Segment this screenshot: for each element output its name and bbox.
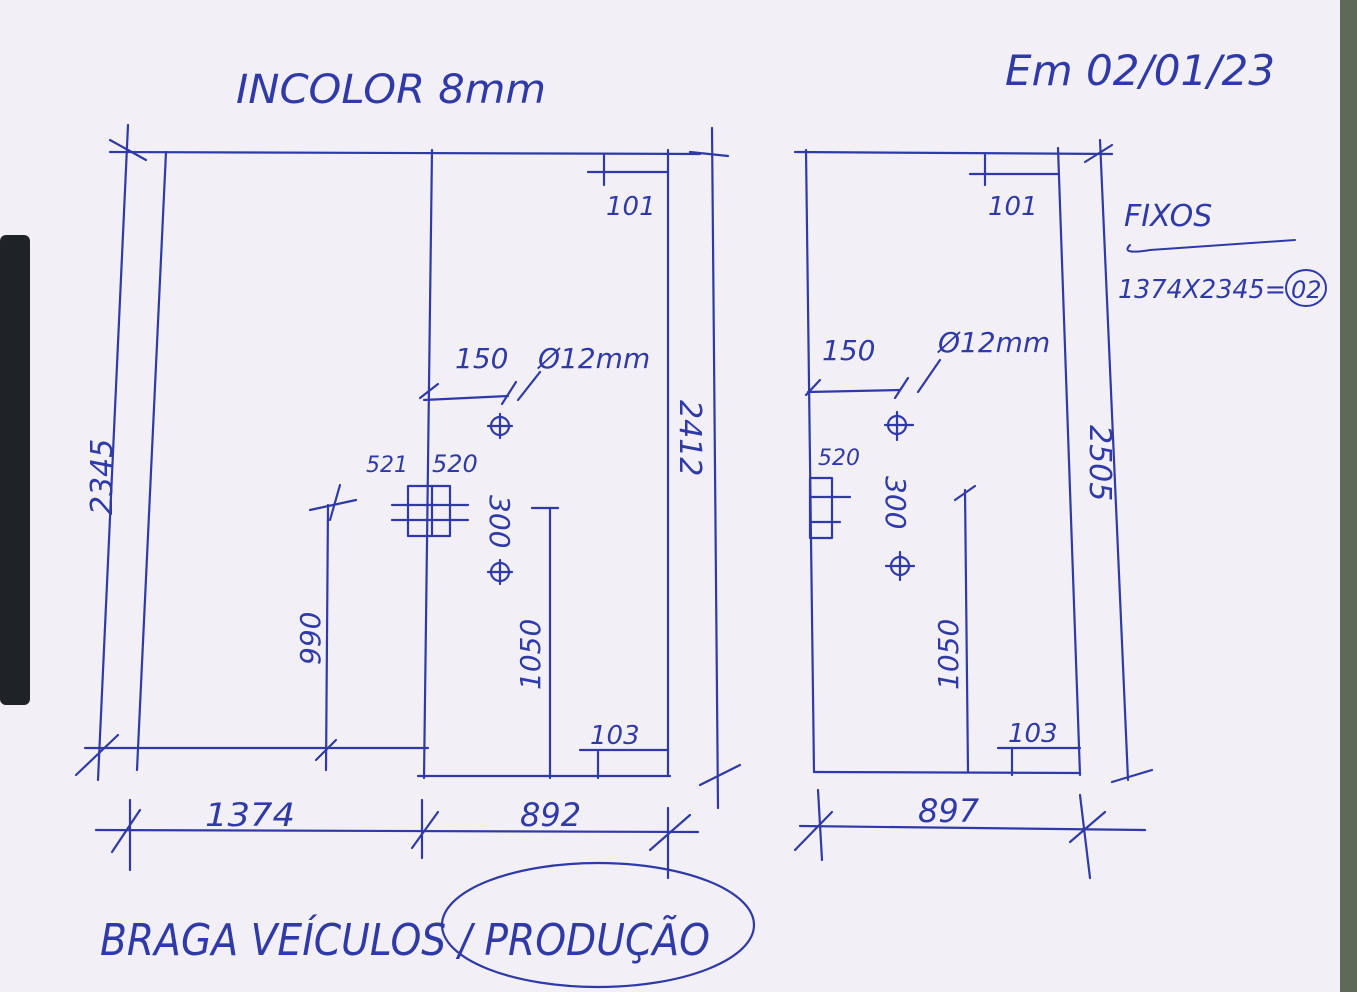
- client-label: BRAGA VEÍCULOS / PRODUÇÃO: [100, 913, 710, 966]
- right-height: 2505: [1082, 425, 1117, 501]
- left-hole-diameter: Ø12mm: [537, 342, 650, 375]
- left-door-height: 2412: [672, 400, 707, 476]
- left-bottom-offset: 103: [590, 721, 640, 751]
- left-width-fixed: 1374: [205, 796, 295, 834]
- lock-height-tick-bottom: [314, 738, 338, 762]
- left-lock-height: 990: [294, 612, 327, 665]
- paper-shadow: [1340, 0, 1357, 992]
- left-lock-label-a: 521: [366, 453, 408, 478]
- right-hole-offset: 150: [822, 334, 875, 367]
- left-height-total: 2345: [85, 439, 120, 515]
- height-dim-tick-bottom: [74, 733, 120, 777]
- left-lock-label-b: 520: [432, 450, 478, 478]
- notes-qty-circle: [1285, 269, 1327, 307]
- notes-spec: 1374X2345=: [1118, 275, 1286, 305]
- left-hole-offset: 150: [455, 342, 508, 375]
- lock-box: [406, 484, 452, 538]
- fixed-panel-top: [108, 150, 702, 156]
- hole-offset-line: [422, 394, 510, 402]
- hole-offset-tick-a: [418, 382, 440, 400]
- left-width-door: 892: [520, 796, 581, 834]
- right-width: 897: [918, 792, 980, 830]
- lock-height-tick-top: [308, 498, 358, 512]
- height-dim-tick-top: [108, 138, 148, 162]
- left-top-offset: 101: [606, 192, 656, 222]
- width-dim-tick-2: [410, 810, 440, 850]
- right-drawing: [793, 138, 1154, 880]
- door-height-tick-top: [688, 150, 730, 158]
- date-label: Em 02/01/23: [1005, 46, 1275, 95]
- notes-qty: 02: [1291, 276, 1322, 304]
- door-left-edge: [422, 148, 434, 780]
- width-dim-tick-3: [648, 813, 692, 852]
- right-hole-spacing: 300: [879, 476, 912, 529]
- width-dim-tick-1: [110, 808, 142, 854]
- right-hole-diameter: Ø12mm: [937, 326, 1050, 359]
- hole-offset-tick-b: [500, 380, 518, 406]
- right-height-dim-line: [1098, 138, 1130, 782]
- right-lock-box: [808, 476, 834, 540]
- notes-title: FIXOS: [1124, 199, 1212, 234]
- right-door-left: [804, 148, 816, 774]
- right-door-right: [1056, 146, 1082, 777]
- width-dim-line: [94, 828, 700, 834]
- left-hole-spacing: 300: [483, 495, 516, 548]
- material-label: INCOLOR 8mm: [236, 67, 546, 113]
- right-height-tick-bottom: [1110, 768, 1154, 784]
- right-lock-label: 520: [818, 446, 860, 471]
- diameter-leader: [516, 370, 542, 402]
- lock-height-tick-top-2: [328, 483, 342, 522]
- right-door-bottom: [812, 770, 1082, 775]
- clip-binder: [0, 235, 30, 705]
- notes-underline: [1126, 239, 1296, 253]
- right-top-offset: 101: [988, 192, 1038, 222]
- right-handle-height-line: [963, 488, 970, 774]
- lock-height-line: [324, 503, 330, 772]
- door-height-dim-line: [710, 126, 720, 810]
- height-dim-line: [96, 123, 130, 782]
- right-width-dim-line: [798, 824, 1147, 832]
- right-height-tick-top: [1083, 143, 1114, 164]
- door-height-tick-bottom: [698, 763, 742, 787]
- right-handle-height: 1050: [932, 619, 965, 690]
- right-bottom-offset: 103: [1008, 719, 1058, 749]
- fixed-panel-left-edge: [135, 150, 168, 772]
- left-drawing: [74, 123, 742, 880]
- client-circle: [440, 861, 756, 989]
- left-handle-height: 1050: [514, 619, 547, 690]
